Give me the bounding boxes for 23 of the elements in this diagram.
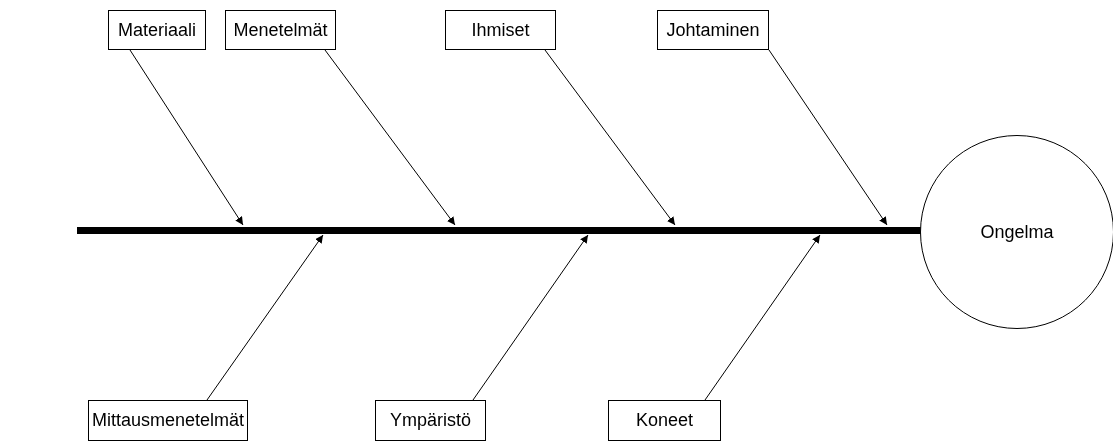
node-text: Johtaminen — [666, 19, 760, 41]
category-box — [225, 10, 336, 50]
node-text: Materiaali — [118, 19, 196, 41]
node-text: Mittausmenetelmät — [91, 410, 245, 431]
arrow — [768, 49, 888, 226]
arrow — [324, 49, 456, 226]
node-text: Ihmiset — [471, 19, 530, 41]
arrow — [704, 234, 821, 401]
category-box — [108, 10, 206, 50]
arrow — [129, 49, 244, 226]
category-box — [375, 400, 486, 441]
node-text: Ympäristö — [390, 410, 471, 431]
arrow — [472, 234, 589, 401]
arrow — [544, 49, 676, 226]
spine-bar — [77, 227, 922, 234]
category-box — [88, 400, 248, 441]
category-box — [445, 10, 556, 50]
arrow — [206, 234, 324, 401]
category-box — [608, 400, 721, 441]
node-text: Menetelmät — [233, 19, 328, 41]
node-text: Ongelma — [980, 221, 1054, 243]
category-box — [657, 10, 769, 50]
node-text: Koneet — [635, 410, 694, 431]
